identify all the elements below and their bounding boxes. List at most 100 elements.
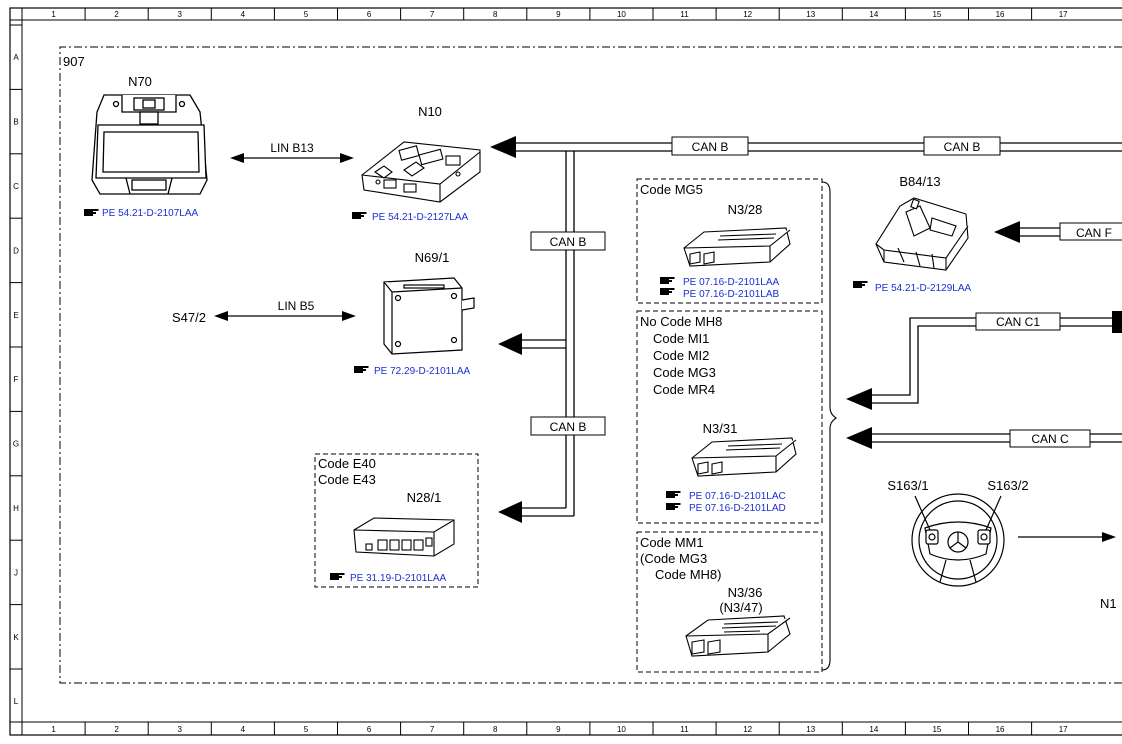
ref-link-n3-31-a[interactable]: PE 07.16-D-2101LAC (666, 491, 786, 502)
component-steering-wheel[interactable]: S163/1 S163/2 (887, 478, 1116, 587)
ref-n3-31-a: PE 07.16-D-2101LAC (689, 491, 786, 502)
camera-illustration (875, 197, 969, 271)
ref-link-n3-28-b[interactable]: PE 07.16-D-2101LAB (660, 288, 780, 300)
ref-link-n3-31-b[interactable]: PE 07.16-D-2101LAD (666, 503, 786, 514)
code-mg5: Code MG5 (640, 182, 703, 197)
ecu-n3-31-illustration (691, 437, 797, 477)
ref-link-n3-28-a[interactable]: PE 07.16-D-2101LAA (660, 277, 780, 288)
can-b-network (514, 142, 1122, 517)
steering-wheel-illustration (911, 493, 1005, 587)
can-c1-connection (870, 317, 1118, 404)
grid-column-label: 17 (1059, 725, 1068, 734)
n-cut-label: N1 (1100, 596, 1117, 611)
ref-n69-1: PE 72.29-D-2101LAA (374, 366, 471, 377)
can-c-label: CAN C (1031, 432, 1069, 446)
component-n10[interactable]: N10 PE 54.21-D-2127LAA (352, 104, 481, 223)
s163-2-label: S163/2 (987, 478, 1028, 493)
ref-n28-1: PE 31.19-D-2101LAA (350, 573, 447, 584)
code-mg3: Code MG3 (653, 365, 716, 380)
ref-n3-28-b: PE 07.16-D-2101LAB (683, 289, 780, 300)
pointing-hand-icon (660, 288, 675, 295)
lin-b5-connection: S47/2 LIN B5 (172, 299, 356, 325)
ecu-n3-36-illustration (685, 615, 791, 657)
grid-row-label: D (13, 246, 19, 255)
b84-13-label: B84/13 (899, 174, 940, 189)
grid-column-label: 2 (114, 725, 119, 734)
code-e43: Code E43 (318, 472, 376, 487)
lin-b13-connection: LIN B13 (230, 141, 354, 163)
pointing-hand-icon (84, 209, 99, 216)
code-mm1: Code MM1 (640, 535, 704, 550)
grid-column-label: 3 (178, 725, 183, 734)
grid-column-label: 16 (996, 725, 1005, 734)
ref-b84-13: PE 54.21-D-2129LAA (875, 283, 972, 294)
ref-link-b84-13[interactable]: PE 54.21-D-2129LAA (853, 281, 972, 294)
grid-row-label: B (13, 118, 18, 127)
can-f-arrow (994, 221, 1020, 243)
lin-b13-label: LIN B13 (270, 141, 314, 155)
can-b-label-top-1: CAN B (692, 140, 729, 154)
n70-label: N70 (128, 74, 152, 89)
ref-link-n70[interactable]: PE 54.21-D-2107LAA (84, 208, 199, 219)
grid-column-label: 5 (304, 10, 309, 19)
grid-row-label: E (13, 311, 18, 320)
grid-row-label: C (13, 182, 19, 191)
can-c-arrow (846, 427, 872, 449)
ref-link-n10[interactable]: PE 54.21-D-2127LAA (352, 212, 469, 223)
ref-link-n28-1[interactable]: PE 31.19-D-2101LAA (330, 573, 447, 584)
component-b84-13[interactable]: B84/13 PE 54.21-D-2129LAA (853, 174, 972, 294)
grid-column-label: 12 (743, 10, 752, 19)
grid-column-label: 9 (556, 725, 561, 734)
pointing-hand-icon (352, 212, 367, 219)
grid-column-label: 2 (114, 10, 119, 19)
component-n69-1[interactable]: N69/1 PE 72.29-D-2101LAA (354, 250, 475, 377)
grid-column-label: 12 (743, 725, 752, 734)
control-unit-box-illustration (383, 277, 475, 355)
pointing-hand-icon (666, 491, 681, 498)
grid-column-label: 1 (51, 10, 56, 19)
grid-row-label: L (14, 697, 19, 706)
can-c1-arrow (846, 388, 872, 410)
component-n28-1[interactable]: Code E40 Code E43 N28/1 PE 31.19-D-2101L… (314, 453, 479, 588)
grid-row-label: H (13, 504, 19, 513)
component-n70[interactable]: N70 PE 54.21-D-2107LAA (84, 74, 208, 219)
pointing-hand-icon (330, 573, 345, 580)
grid-column-label: 13 (806, 10, 815, 19)
grid-column-label: 1 (51, 725, 56, 734)
grid-column-label: 15 (932, 725, 941, 734)
ref-n70: PE 54.21-D-2107LAA (102, 208, 199, 219)
n3-31-label: N3/31 (703, 421, 738, 436)
can-b-arrowheads (490, 136, 522, 523)
can-f-label: CAN F (1076, 226, 1112, 240)
code-mi1: Code MI1 (653, 331, 709, 346)
grid-column-label: 13 (806, 725, 815, 734)
ecu-group: Code MG5 N3/28 PE 07.16-D-2101LAA PE 07.… (636, 178, 837, 673)
group-label: 907 (63, 54, 85, 69)
grid-column-label: 11 (680, 725, 689, 734)
grid-row-label: G (13, 440, 19, 449)
n28-1-label: N28/1 (407, 490, 442, 505)
ref-n10: PE 54.21-D-2127LAA (372, 212, 469, 223)
code-no-mh8: No Code MH8 (640, 314, 722, 329)
grid-column-label: 10 (617, 10, 626, 19)
can-c1-end (1112, 311, 1122, 333)
trailer-module-illustration (353, 517, 455, 557)
ecu-n3-28-illustration (683, 227, 791, 267)
code-mr4: Code MR4 (653, 382, 715, 397)
grid-column-label: 7 (430, 10, 435, 19)
grid-column-label: 14 (869, 725, 878, 734)
can-b-labels: CAN B CAN B CAN B CAN B (530, 136, 1001, 436)
overhead-panel-illustration (91, 94, 208, 195)
ref-n3-31-b: PE 07.16-D-2101LAD (689, 503, 786, 514)
grid-row-label: K (13, 633, 19, 642)
grid-column-label: 8 (493, 725, 498, 734)
grid-column-label: 16 (996, 10, 1005, 19)
ref-link-n69-1[interactable]: PE 72.29-D-2101LAA (354, 366, 471, 377)
s163-1-label: S163/1 (887, 478, 928, 493)
can-b-label-top-2: CAN B (944, 140, 981, 154)
n69-1-label: N69/1 (415, 250, 450, 265)
pointing-hand-icon (354, 366, 369, 373)
grid-column-label: 9 (556, 10, 561, 19)
